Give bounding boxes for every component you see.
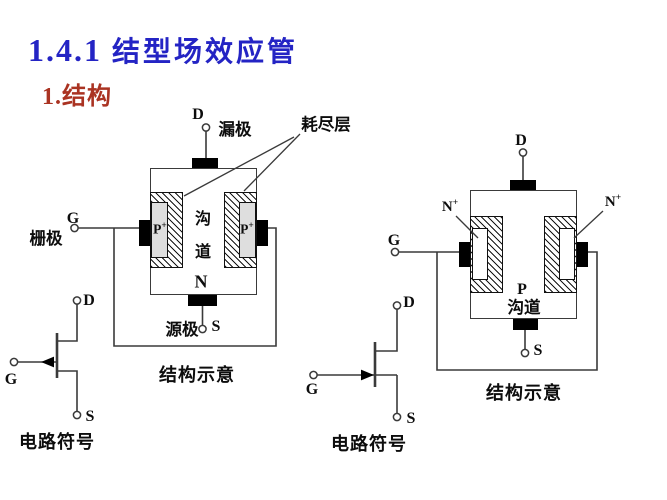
right-device-gate-region-right (559, 228, 575, 280)
depletion-pointer-line-left (183, 136, 295, 197)
right-structure-caption: 结构示意 (486, 383, 562, 403)
left-device-contacts (139, 158, 268, 306)
left-source-contact (188, 295, 217, 306)
right-jfet-symbol (309, 301, 402, 422)
left-source-terminal (198, 324, 207, 334)
left-symbol-gate-terminal (9, 357, 19, 367)
right-symbol-gate-letter: G (305, 381, 319, 398)
left-gate-loop-wire (113, 227, 277, 347)
right-drain-contact (510, 180, 536, 190)
depletion-pointer-line-right (243, 133, 301, 192)
left-symbol-source-terminal (72, 410, 82, 420)
title-text: 结型场效应管 (112, 37, 299, 68)
left-symbol-source-branch (57, 370, 78, 411)
left-gate-letter: G (66, 210, 80, 227)
left-source-cn-label: 源极 (165, 320, 199, 339)
right-symbol-gate-arrow (361, 369, 374, 381)
channel-label-bottom-char: 道 (194, 244, 212, 261)
right-drain-terminal (518, 148, 528, 157)
depletion-layer-label: 耗尽层 (301, 115, 351, 134)
subtitle: 1.结构 (42, 84, 112, 110)
title-section-number: 1.4.1 (28, 32, 102, 68)
right-channel-cn-label: 沟道 (507, 298, 541, 317)
right-gate-loop-wire (436, 251, 598, 371)
page-title: 1.4.1 结型场效应管 (28, 30, 298, 70)
right-symbol-caption: 电路符号 (331, 434, 407, 454)
left-gate-cn-label: 栅极 (29, 229, 63, 248)
left-drain-contact (192, 158, 218, 168)
right-drain-letter: D (515, 132, 527, 149)
right-gate-terminal (390, 247, 400, 257)
n-plus-pointer-line-right (573, 210, 604, 239)
right-symbol-drain-branch (375, 309, 398, 352)
left-symbol-drain-letter: D (83, 292, 95, 309)
left-gate-terminal (70, 223, 79, 233)
gate-region-label-n-plus-left: N+ (441, 198, 459, 215)
right-symbol-source-letter: S (406, 410, 416, 427)
left-jfet-symbol (9, 296, 82, 420)
left-symbol-gate-letter: G (4, 371, 18, 388)
right-source-letter: S (533, 342, 543, 359)
left-symbol-drain-terminal (72, 296, 82, 305)
left-drain-cn-label: 漏极 (218, 120, 252, 139)
right-gate-contact-left (459, 242, 470, 267)
right-symbol-source-terminal (392, 412, 402, 422)
bulk-type-label-n: N (194, 271, 208, 292)
right-symbol-drain-letter: D (403, 294, 415, 311)
left-drain-letter: D (192, 106, 204, 123)
left-drain-terminal (201, 123, 211, 132)
right-source-contact (513, 319, 538, 330)
right-gate-letter: G (387, 232, 401, 249)
left-symbol-drain-branch (57, 304, 78, 342)
right-device-gate-region-left (472, 228, 488, 280)
channel-label-top-char: 沟 (194, 211, 212, 228)
left-source-letter: S (211, 318, 221, 335)
left-gate-contact-left (139, 220, 150, 246)
left-device-gate-region-right (239, 202, 256, 258)
gate-region-label-n-plus-right: N+ (604, 193, 622, 210)
left-symbol-gate-arrow (41, 356, 54, 368)
left-structure-caption: 结构示意 (159, 365, 235, 385)
gate-region-label-p-plus-right: P+ (240, 220, 254, 237)
right-source-terminal (520, 348, 530, 358)
right-symbol-drain-terminal (392, 301, 402, 310)
right-device-contacts (459, 180, 588, 330)
n-plus-pointer-line-left (455, 215, 479, 239)
left-device-gate-region-left (151, 202, 168, 258)
left-gate-contact-right (257, 220, 268, 246)
right-symbol-gate-terminal (309, 370, 318, 380)
channel-type-label-p: P (517, 281, 527, 298)
gate-region-label-p-plus-left: P+ (153, 220, 167, 237)
left-symbol-source-letter: S (85, 408, 95, 425)
right-gate-contact-right (577, 242, 588, 267)
left-symbol-caption: 电路符号 (19, 432, 95, 452)
